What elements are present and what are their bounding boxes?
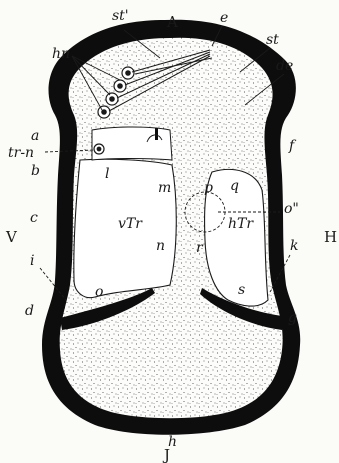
label-e: e xyxy=(220,10,228,26)
label-m: m xyxy=(158,180,171,196)
label-de: de xyxy=(276,58,293,74)
label-tr-n: tr-n xyxy=(8,145,34,161)
label-f: f xyxy=(288,138,297,154)
label-st: st xyxy=(266,32,279,48)
upper-cavity xyxy=(92,127,172,160)
label-l: l xyxy=(105,166,109,182)
label-k: k xyxy=(290,238,298,254)
label-g: g xyxy=(288,310,297,326)
label-ventral: V xyxy=(5,228,18,246)
label-hn: hn xyxy=(52,46,70,62)
label-vtr: vTr xyxy=(118,216,143,232)
label-o-dprime: o" xyxy=(284,201,299,217)
label-n: n xyxy=(156,238,165,254)
label-s: s xyxy=(238,282,245,298)
label-c: c xyxy=(30,210,38,226)
label-i: i xyxy=(30,253,34,269)
label-o: o xyxy=(95,284,103,300)
label-q: q xyxy=(230,178,239,194)
label-a: a xyxy=(31,128,39,144)
label-dorsal: H xyxy=(324,228,337,246)
mark-1 xyxy=(155,128,158,140)
label-st-prime: st' xyxy=(112,8,129,24)
label-htr: hTr xyxy=(228,216,254,232)
label-anterior: A xyxy=(166,13,178,31)
label-p: p xyxy=(204,180,213,196)
label-d: d xyxy=(25,303,34,319)
label-h: h xyxy=(168,434,177,450)
label-b: b xyxy=(31,163,40,179)
